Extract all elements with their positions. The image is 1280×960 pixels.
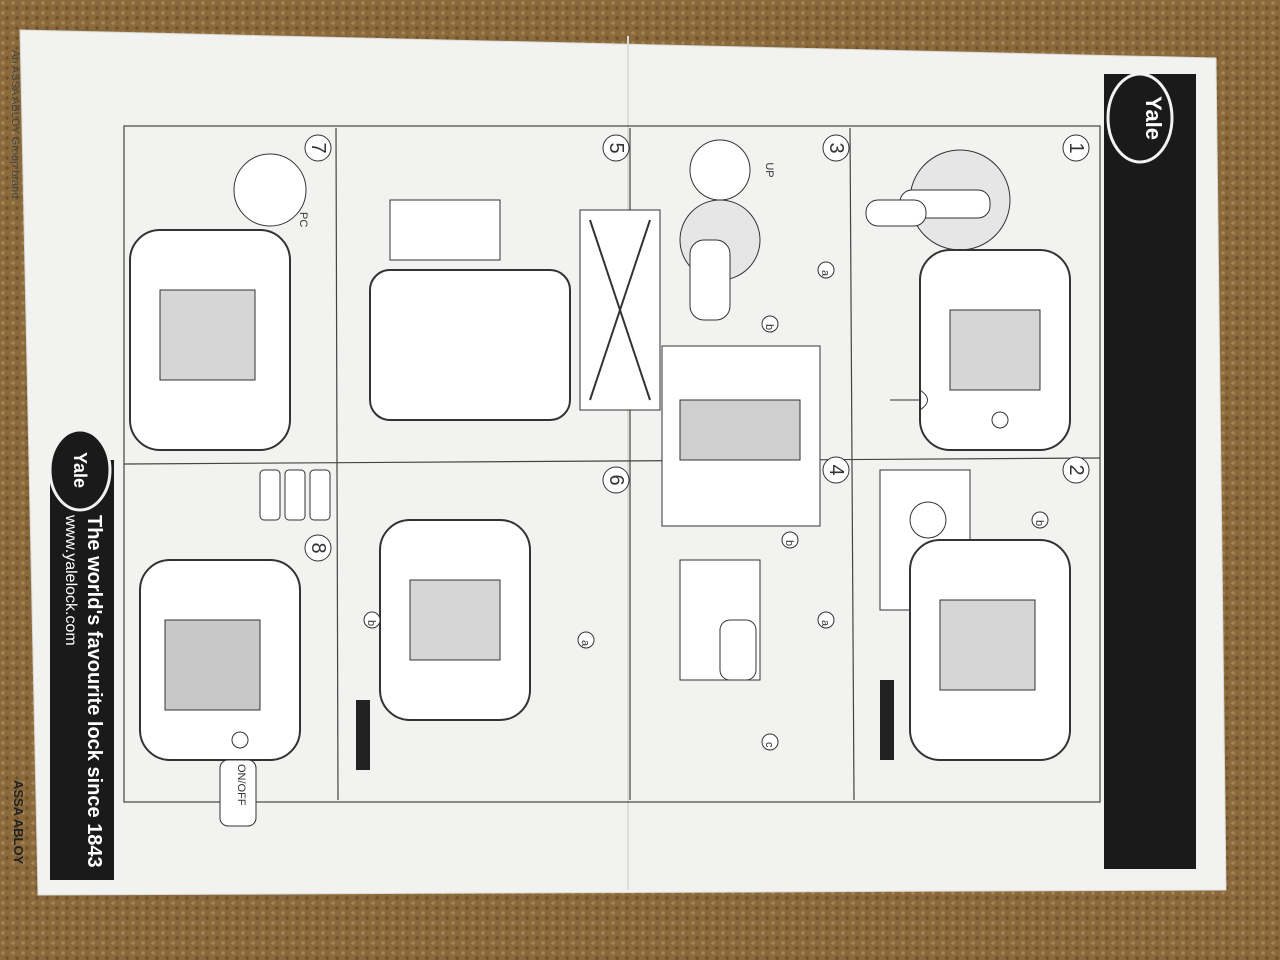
device-8-screen (164, 619, 261, 711)
panel-1-number: 1 (1065, 142, 1087, 153)
panel-5-number: 5 (605, 142, 627, 153)
sd-card-callout (233, 153, 307, 227)
panel-2: 2 b (879, 456, 1090, 761)
on-off-callout-box (219, 759, 257, 827)
device-2-screen (939, 599, 1036, 691)
bracket-5 (389, 199, 501, 261)
on-off-button (231, 731, 249, 749)
panel-7-pc-label: PC (297, 212, 309, 227)
paper-sheet (19, 29, 1227, 896)
group-brand-text: An ASSA ABLOY Group brand (9, 50, 21, 198)
panel-8-number: 8 (307, 542, 329, 553)
panel-4-label-b: b (783, 540, 795, 546)
device-1-button (991, 411, 1009, 429)
panel-3-label-a: a (819, 270, 831, 277)
key-icon (890, 389, 928, 411)
panel-7-number: 7 (307, 142, 329, 153)
battery-1 (259, 469, 281, 521)
panel-3: 3 UP a b (661, 134, 850, 527)
device-1-screen (949, 309, 1041, 391)
panel-3-up-label: UP (763, 162, 775, 177)
device-7-screen (159, 289, 256, 381)
panel-4: 4 b a c (679, 456, 850, 751)
panel-1: 1 (865, 134, 1090, 451)
sleeve-4 (719, 619, 757, 681)
screwdriver-2 (880, 680, 894, 760)
device-6-screen (409, 579, 501, 661)
panel-6-label-b: b (365, 620, 377, 626)
panel-7: 7 PC (129, 134, 332, 521)
panel-4-label-c: c (763, 742, 775, 748)
top-brand-band (1104, 74, 1196, 869)
peephole-barrel-3 (689, 239, 731, 321)
panel-6-number: 6 (605, 474, 627, 485)
assa-abloy-logo: ASSA ABLOY (11, 780, 26, 865)
panel-2-number: 2 (1065, 464, 1087, 475)
yale-logo-top (1106, 72, 1174, 164)
battery-3 (309, 469, 331, 521)
up-indicator-disc (689, 139, 751, 201)
battery-2 (284, 469, 306, 521)
panel-6-label-a: a (579, 640, 591, 647)
panel-8-on-off-label: ON/OFF (235, 764, 247, 806)
bottom-brand-band (50, 460, 114, 880)
panel-4-number: 4 (825, 464, 847, 475)
panel-3-number: 3 (825, 142, 847, 153)
wrong-method-box (579, 209, 661, 411)
tagline: The world's favourite lock since 1843 (83, 515, 105, 868)
panel-3-label-b: b (763, 324, 775, 330)
panel-6: 6 a b (356, 466, 630, 770)
panel-2-label-b: b (1033, 520, 1045, 526)
peephole-sleeve (865, 199, 927, 227)
battery-compartment (369, 269, 571, 421)
yale-logo-top-text: Yale (1141, 96, 1166, 140)
panel-4-label-a: a (819, 620, 831, 627)
yale-logo-bottom-text: Yale (70, 452, 90, 488)
website: www.yalelock.com (62, 514, 79, 646)
screwdriver-6 (356, 700, 370, 770)
yale-logo-bottom (48, 428, 112, 512)
panel-8: 8 ON/OFF (139, 534, 332, 827)
panel-5: 5 (369, 134, 661, 421)
